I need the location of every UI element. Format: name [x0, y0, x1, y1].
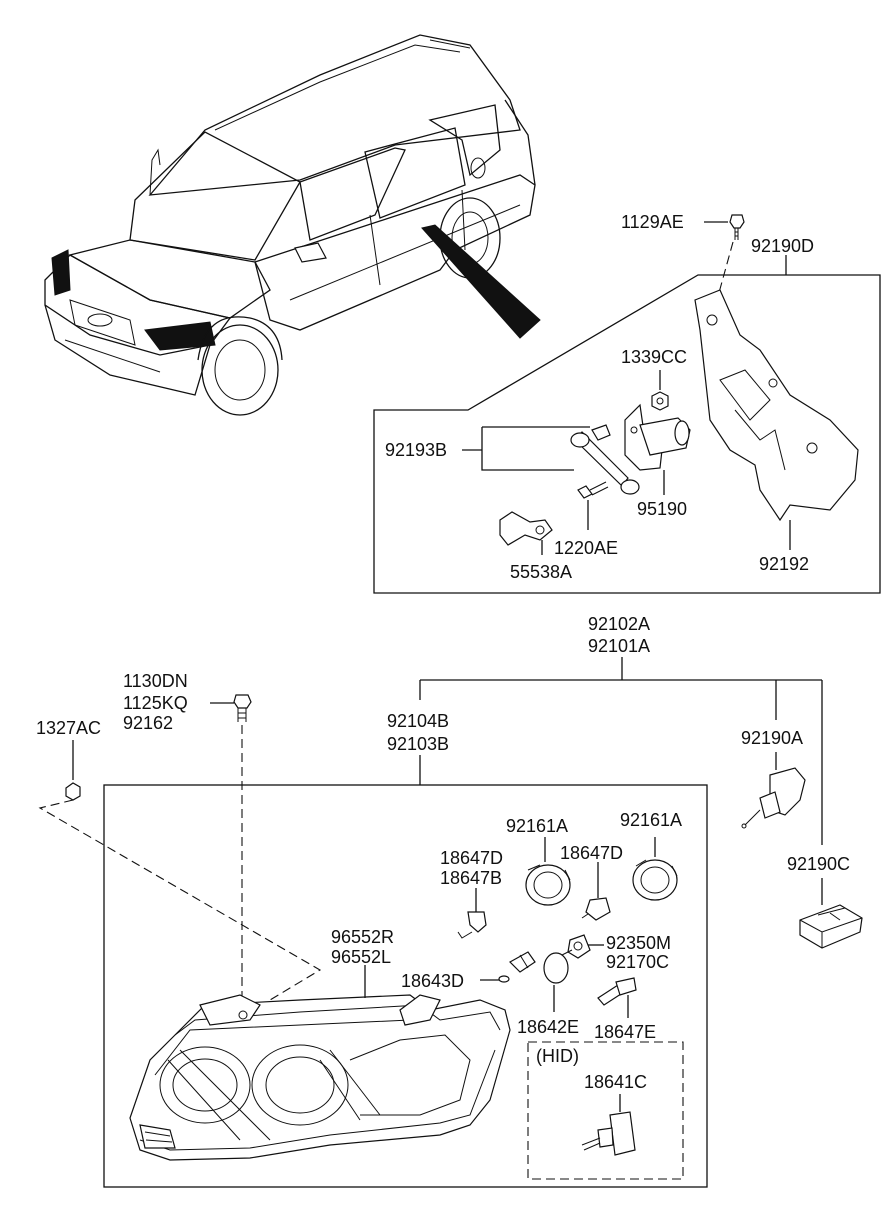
label-1130dn: 1130DN	[123, 671, 188, 691]
label-96552l: 96552L	[331, 947, 391, 967]
label-92190c: 92190C	[787, 854, 850, 874]
label-96552r: 96552R	[331, 927, 394, 947]
leveling-unit-group	[373, 214, 881, 594]
headlamp-assembly-group	[38, 657, 863, 1188]
bracket-92192	[694, 289, 859, 550]
nut-1327ac	[38, 740, 322, 1001]
bulb-18647b	[457, 888, 487, 939]
link-rod-92193b	[462, 424, 640, 495]
label-92192: 92192	[759, 554, 809, 574]
label-92193b: 92193B	[385, 440, 447, 460]
label-55538a: 55538A	[510, 562, 572, 582]
dust-cap-92161a-left	[525, 837, 571, 906]
nut-1339cc	[651, 370, 669, 411]
actuator-95190	[624, 403, 691, 495]
clip-55538a	[499, 511, 553, 555]
label-1339cc: 1339CC	[621, 347, 687, 367]
label-18647e: 18647E	[594, 1022, 656, 1042]
label-92170c: 92170C	[606, 952, 669, 972]
label-18647d-left: 18647D	[440, 848, 503, 868]
label-1129ae: 1129AE	[621, 212, 684, 232]
label-18647d-middle: 18647D	[560, 843, 623, 863]
label-18643d: 18643D	[401, 971, 464, 991]
label-92101a: 92101A	[588, 636, 650, 656]
callout-labels: 1129AE 92190D 1339CC 92193B 95190 1220AE…	[36, 212, 850, 1092]
headlamp-housing	[129, 994, 511, 1161]
label-1125kq: 1125KQ	[123, 693, 188, 713]
label-18647b: 18647B	[440, 868, 502, 888]
bolt-92162	[210, 694, 252, 1010]
bulb-18647e	[597, 977, 637, 1018]
hid-inset	[527, 1041, 684, 1180]
label-92350m: 92350M	[606, 933, 671, 953]
label-1220ae: 1220AE	[554, 538, 618, 558]
bulb-92350m	[567, 934, 604, 959]
label-92103b: 92103B	[387, 734, 449, 754]
bolt-1129ae	[704, 214, 745, 319]
leveling-motor-92190a	[741, 752, 806, 829]
label-92190d: 92190D	[751, 236, 814, 256]
dust-cap-92161a-right	[632, 837, 678, 901]
ballast-92190c	[799, 878, 863, 949]
label-18642e: 18642E	[517, 1017, 579, 1037]
bulb-18643d	[480, 951, 536, 983]
label-92190a: 92190A	[741, 728, 803, 748]
bolt-1220ae	[577, 481, 609, 530]
label-92161a-right: 92161A	[620, 810, 682, 830]
label-92102a: 92102A	[588, 614, 650, 634]
label-92162: 92162	[123, 713, 173, 733]
label-18641c: 18641C	[584, 1072, 647, 1092]
label-hid: (HID)	[536, 1046, 579, 1066]
bulb-18647d	[581, 862, 611, 921]
bulb-18642e	[543, 949, 573, 1012]
label-92104b: 92104B	[387, 711, 449, 731]
label-95190: 95190	[637, 499, 687, 519]
label-1327ac: 1327AC	[36, 718, 101, 738]
label-92161a-left: 92161A	[506, 816, 568, 836]
vehicle-illustration	[44, 34, 541, 416]
